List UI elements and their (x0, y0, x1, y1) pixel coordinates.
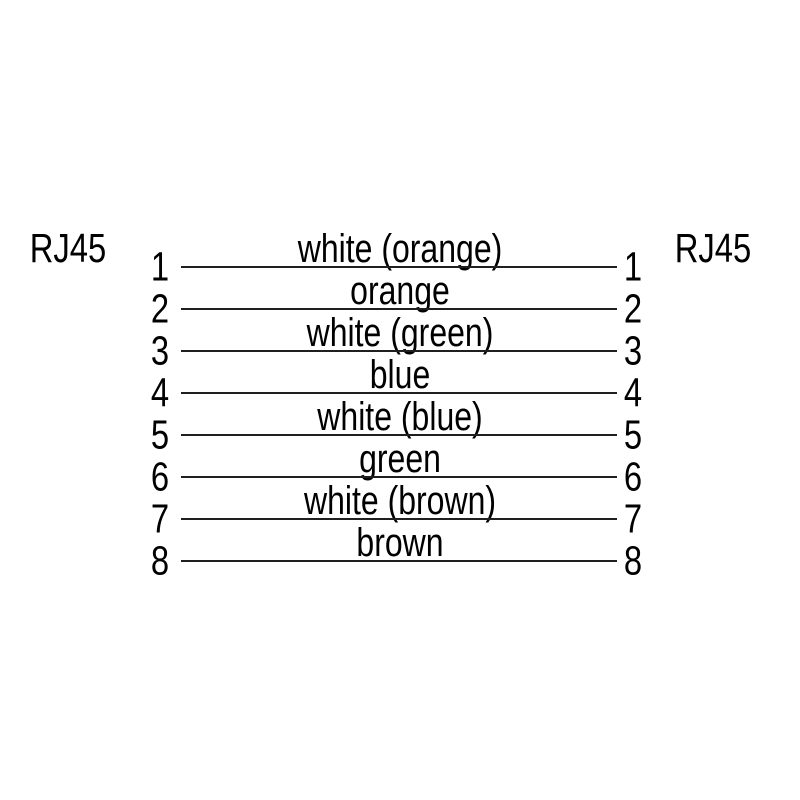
wire-line (181, 266, 617, 268)
wire-color-label: green (359, 437, 441, 481)
wire-color-label: white (orange) (297, 227, 503, 271)
pin-row-1: 1 white (orange) 1 (0, 225, 800, 287)
pin-number-right: 4 (623, 369, 643, 416)
pin-number-right: 3 (623, 327, 643, 374)
pin-number-left: 1 (150, 243, 170, 290)
pin-number-left: 8 (150, 537, 170, 584)
wire-color-label: white (green) (306, 311, 494, 355)
wire-line (181, 518, 617, 520)
pin-row-8: 8 brown 8 (0, 519, 800, 581)
pin-row-3: 3 white (green) 3 (0, 309, 800, 371)
pin-number-right: 1 (623, 243, 643, 290)
wire-color-label: white (blue) (317, 395, 483, 439)
wire-line (181, 434, 617, 436)
pin-number-right: 5 (623, 411, 643, 458)
rj45-connector-label-left: RJ45 (29, 225, 107, 271)
pin-number-right: 8 (623, 537, 643, 584)
pin-number-left: 3 (150, 327, 170, 374)
wire-line (181, 308, 617, 310)
wire-color-label: brown (356, 521, 444, 565)
pin-row-6: 6 green 6 (0, 435, 800, 497)
wire-line (181, 392, 617, 394)
rj45-connector-label-right: RJ45 (674, 225, 752, 271)
pin-rows: 1 white (orange) 1 2 orange 2 3 white (g… (0, 225, 800, 581)
wire-line (181, 476, 617, 478)
pin-number-right: 7 (623, 495, 643, 542)
wire-color-label: blue (369, 353, 431, 397)
pin-number-left: 2 (150, 285, 170, 332)
pin-number-right: 2 (623, 285, 643, 332)
pin-number-right: 6 (623, 453, 643, 500)
pin-number-left: 5 (150, 411, 170, 458)
wire-line (181, 350, 617, 352)
pin-number-left: 4 (150, 369, 170, 416)
pin-row-4: 4 blue 4 (0, 351, 800, 413)
pin-row-5: 5 white (blue) 5 (0, 393, 800, 455)
wire-color-label: orange (350, 269, 450, 313)
pin-row-7: 7 white (brown) 7 (0, 477, 800, 539)
wire-line (181, 560, 617, 562)
pin-number-left: 7 (150, 495, 170, 542)
pin-number-left: 6 (150, 453, 170, 500)
pin-row-2: 2 orange 2 (0, 267, 800, 329)
wire-color-label: white (brown) (303, 479, 497, 523)
